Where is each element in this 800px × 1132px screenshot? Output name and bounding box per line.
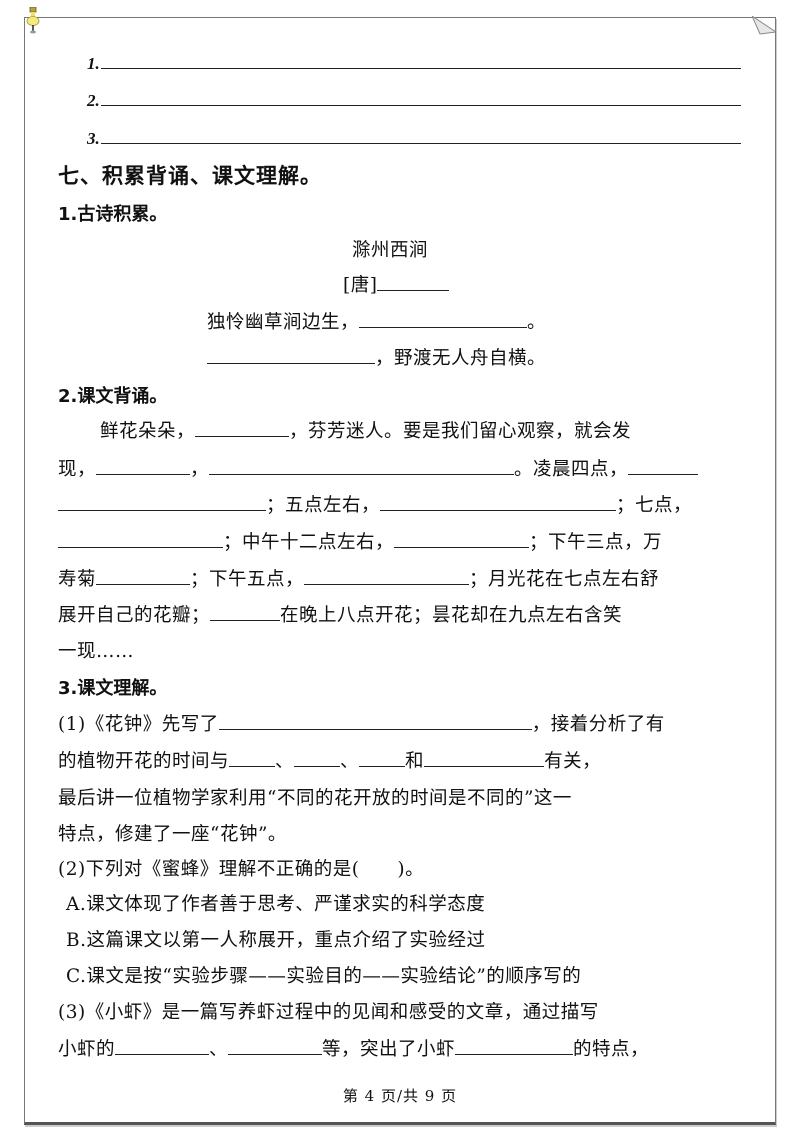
answer-line-3[interactable]: 3. [87,127,741,149]
recite-blank[interactable] [58,529,223,548]
q3-blank[interactable] [455,1036,574,1055]
recite-blank[interactable] [96,456,191,475]
q1-blank[interactable] [424,748,545,767]
pushpin-icon [26,7,40,34]
q2-option-c[interactable]: C.课文是按“实验步骤——实验目的——实验结论”的顺序写的 [66,966,582,987]
poem-title: 滁州西涧 [352,240,429,261]
q1-line-1: (1)《花钟》先写了，接着分析了有 [58,710,665,736]
q2-option-a[interactable]: A.课文体现了作者善于思考、严谨求实的科学态度 [66,894,486,915]
page-fold-icon [752,16,776,35]
recite-blank[interactable] [380,492,617,511]
q3-blank[interactable] [115,1036,210,1055]
part3-title: 3.课文理解。 [58,678,168,699]
page-frame [24,17,776,1125]
recite-line-6: 展开自己的花瓣；在晚上八点开花；昙花却在九点左右含笑 [58,601,622,627]
recite-blank[interactable] [195,418,290,437]
recite-line-7: 一现…… [58,641,135,662]
part1-title: 1.古诗积累。 [58,204,168,225]
recite-line-3: ；五点左右，；七点， [58,491,692,517]
recite-line-2: 现，，。凌晨四点， [58,455,699,481]
page-number: 第 4 页/共 9 页 [342,1087,458,1105]
recite-blank[interactable] [210,602,281,621]
q1-blank[interactable] [229,748,276,767]
recite-blank[interactable] [304,566,470,585]
author-blank[interactable] [377,272,450,291]
q3-line-2: 小虾的、等，突出了小虾的特点， [58,1035,649,1061]
q1-blank[interactable] [359,748,406,767]
q1-blank[interactable] [294,748,341,767]
recite-line-5: 寿菊；下午五点，；月光花在七点左右舒 [58,565,659,591]
section-title: 七、积累背诵、课文理解。 [58,164,322,188]
recite-line-1: 鲜花朵朵，，芬芳迷人。要是我们留心观察，就会发 [100,417,631,443]
q3-line-1: (3)《小虾》是一篇写养虾过程中的见闻和感受的文章，通过描写 [58,1002,599,1023]
q1-line-2: 的植物开花的时间与、、和有关， [58,747,601,773]
recite-blank[interactable] [394,529,530,548]
recite-blank[interactable] [58,492,266,511]
poem-author-row: [唐] [343,271,450,297]
part2-title: 2.课文背诵。 [58,386,168,407]
poem-line-2: ，野渡无人舟自横。 [207,344,546,370]
q1-line-4: 特点，修建了一座“花钟”。 [58,824,287,845]
q1-line-3: 最后讲一位植物学家利用“不同的花开放的时间是不同的”这一 [58,788,572,809]
recite-line-4: ；中午十二点左右，；下午三点，万 [58,528,662,554]
answer-line-1[interactable]: 1. [87,52,741,74]
poem-line-1: 独怜幽草涧边生，。 [207,308,546,334]
q1-blank[interactable] [218,711,532,730]
q3-blank[interactable] [228,1036,323,1055]
answer-line-2[interactable]: 2. [87,89,741,111]
q2-option-b[interactable]: B.这篇课文以第一人称展开，重点介绍了实验经过 [66,930,486,951]
recite-blank[interactable] [96,566,191,585]
poem-blank-1[interactable] [359,309,528,328]
poem-blank-2[interactable] [207,345,375,364]
recite-blank[interactable] [628,456,699,475]
recite-blank[interactable] [209,456,515,475]
q2-question: (2)下列对《蜜蜂》理解不正确的是( )。 [58,859,425,880]
